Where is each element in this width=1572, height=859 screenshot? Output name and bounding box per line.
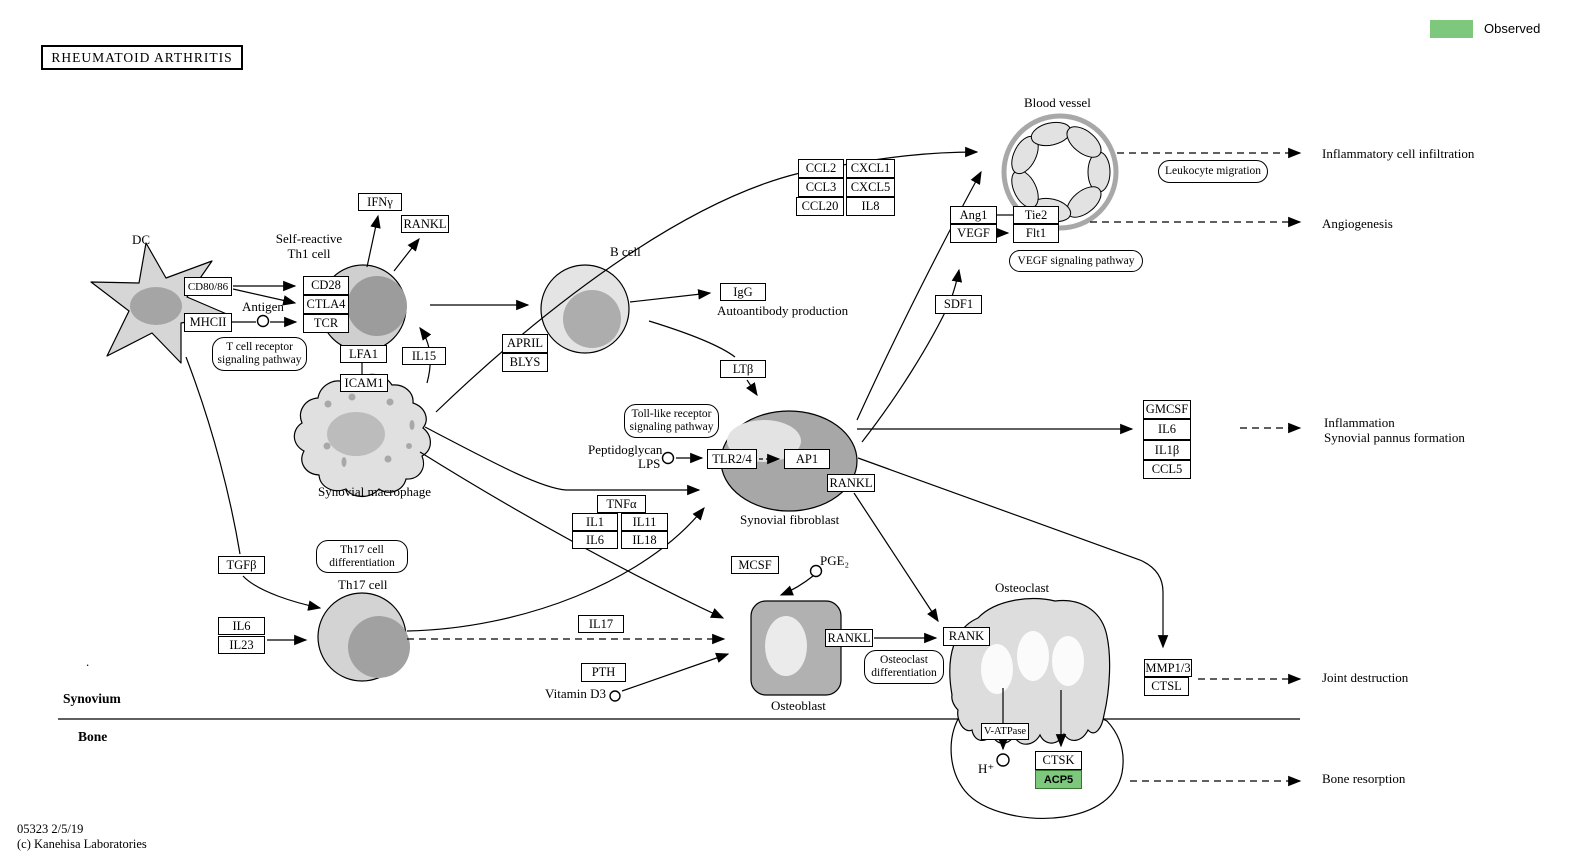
gene-box-rank[interactable]: RANK: [943, 627, 990, 646]
synovium-label: Synovium: [63, 691, 121, 706]
pge2-dot: [809, 564, 823, 578]
gene-box-lfa1[interactable]: LFA1: [340, 345, 387, 363]
gene-box-ccl2[interactable]: CCL2: [798, 159, 844, 178]
vitamin-d3-dot: [609, 690, 621, 702]
bone-label: Bone: [78, 729, 108, 744]
gene-box-mhcii[interactable]: MHCII: [184, 313, 232, 332]
gene-box-il18[interactable]: IL18: [621, 531, 668, 549]
pathway-box-osteoclast-differentiation[interactable]: Osteoclast differentiation: [864, 650, 944, 684]
gene-box-il23[interactable]: IL23: [218, 636, 265, 654]
lps-label: LPS: [638, 456, 661, 471]
copyright: (c) Kanehisa Laboratories: [17, 837, 147, 851]
gene-box-mmp1-3[interactable]: MMP1/3: [1144, 659, 1192, 677]
gene-box-ang1[interactable]: Ang1: [950, 206, 997, 224]
observed-legend-label: Observed: [1484, 21, 1541, 36]
synovial-macrophage-shape: [293, 373, 431, 498]
gene-box-ifng[interactable]: IFNγ: [358, 193, 402, 211]
gene-box-ccl3[interactable]: CCL3: [798, 178, 844, 197]
b-cell-label: B cell: [610, 244, 641, 259]
gene-box-acp5[interactable]: ACP5: [1035, 770, 1082, 789]
gene-box-cxcl1[interactable]: CXCL1: [846, 159, 895, 178]
gene-box-vegf[interactable]: VEGF: [950, 224, 997, 243]
gene-box-ctla4[interactable]: CTLA4: [303, 295, 349, 314]
map-number: 05323 2/5/19: [17, 822, 84, 836]
gene-box-tcr[interactable]: TCR: [303, 314, 349, 333]
pathway-box-th17-differentiation[interactable]: Th17 cell differentiation: [316, 540, 408, 573]
gene-box-ctsl[interactable]: CTSL: [1144, 677, 1189, 696]
blood-vessel-shape: [1001, 113, 1119, 231]
gene-box-tgfb[interactable]: TGFβ: [218, 556, 265, 574]
gene-box-il17[interactable]: IL17: [578, 615, 624, 633]
gene-box-flt1[interactable]: Flt1: [1013, 224, 1059, 243]
gene-box-tie2[interactable]: Tie2: [1013, 206, 1059, 224]
osteoblast-shape: [750, 600, 842, 696]
antigen-label: Antigen: [242, 299, 284, 314]
gene-box-april[interactable]: APRIL: [502, 334, 548, 353]
gene-box-ltb[interactable]: LTβ: [720, 360, 766, 378]
gene-box-icam1[interactable]: ICAM1: [340, 374, 388, 392]
gene-box-mcsf[interactable]: MCSF: [731, 556, 779, 574]
osteoclast-shape: [949, 598, 1111, 745]
dendritic-cell-shape: [90, 242, 230, 364]
peptidoglycan-label: Peptidoglycan: [588, 442, 663, 457]
blood-vessel-label: Blood vessel: [1024, 95, 1091, 110]
gene-box-ccl5[interactable]: CCL5: [1143, 460, 1191, 479]
angiogenesis-label: Angiogenesis: [1322, 216, 1393, 231]
h-plus-dot: [996, 753, 1010, 767]
gene-box-rankl-fibroblast[interactable]: RANKL: [827, 474, 875, 492]
synovial-fibroblast-label: Synovial fibroblast: [740, 512, 840, 527]
autoantibody-production-label: Autoantibody production: [717, 303, 849, 318]
th17-cell-label: Th17 cell: [338, 577, 388, 592]
lps-dot: [661, 451, 675, 465]
pathway-box-leukocyte-migration[interactable]: Leukocyte migration: [1158, 160, 1268, 183]
inflammatory-cell-infiltration-label: Inflammatory cell infiltration: [1322, 146, 1475, 161]
pathway-box-tcr-signaling[interactable]: T cell receptor signaling pathway: [212, 337, 307, 371]
gene-box-ccl20[interactable]: CCL20: [796, 197, 844, 216]
h-plus-label: H⁺: [978, 761, 995, 776]
gene-box-il1b[interactable]: IL1β: [1143, 440, 1191, 460]
gene-box-ctsk[interactable]: CTSK: [1035, 751, 1082, 770]
gene-box-il11[interactable]: IL11: [621, 513, 668, 531]
gene-box-il1[interactable]: IL1: [572, 513, 618, 531]
gene-box-cd28[interactable]: CD28: [303, 276, 349, 295]
osteoclast-label: Osteoclast: [995, 580, 1050, 595]
gene-box-gmcsf[interactable]: GMCSF: [1143, 400, 1191, 419]
gene-box-rankl-th1[interactable]: RANKL: [401, 215, 449, 233]
gene-box-cd80-86[interactable]: CD80/86: [184, 277, 232, 296]
gene-box-il8[interactable]: IL8: [846, 197, 895, 216]
pge2-label: PGE₂: [820, 553, 850, 568]
gene-box-rankl-osteoblast[interactable]: RANKL: [825, 629, 873, 647]
gene-box-il6-effector[interactable]: IL6: [1143, 419, 1191, 440]
gene-box-igg[interactable]: IgG: [720, 283, 766, 301]
gene-box-pth[interactable]: PTH: [581, 663, 626, 682]
osteoblast-label: Osteoblast: [771, 698, 826, 713]
b-cell-shape: [540, 264, 630, 354]
th17-cell-shape: [317, 592, 410, 682]
gene-box-il6-cytokine[interactable]: IL6: [572, 531, 618, 549]
vitamin-d3-label: Vitamin D3: [545, 686, 606, 701]
pathway-title: RHEUMATOID ARTHRITIS: [41, 45, 243, 70]
gene-box-tnfa[interactable]: TNFα: [597, 495, 646, 513]
gene-box-blys[interactable]: BLYS: [502, 353, 548, 372]
joint-destruction-label: Joint destruction: [1322, 670, 1409, 685]
inflammation-label: Inflammation Synovial pannus formation: [1324, 415, 1465, 445]
gene-box-il15[interactable]: IL15: [402, 347, 446, 365]
antigen-dot: [256, 314, 270, 328]
gene-box-il6-th17[interactable]: IL6: [218, 617, 265, 635]
gene-box-cxcl5[interactable]: CXCL5: [846, 178, 895, 197]
gene-box-v-atpase[interactable]: V-ATPase: [981, 723, 1029, 740]
synovial-macrophage-label: Synovial macrophage: [318, 484, 431, 499]
th1-cell-label: Self-reactive Th1 cell: [275, 231, 343, 261]
gene-box-ap1[interactable]: AP1: [784, 449, 830, 469]
dc-label: DC: [132, 232, 151, 247]
ligand-dots: [256, 314, 1010, 767]
gene-box-tlr2-4[interactable]: TLR2/4: [707, 449, 757, 469]
pathway-box-vegf-signaling[interactable]: VEGF signaling pathway: [1009, 250, 1143, 272]
pathway-box-tlr-signaling[interactable]: Toll-like receptor signaling pathway: [624, 404, 719, 438]
gene-box-sdf1[interactable]: SDF1: [935, 295, 982, 314]
bone-resorption-label: Bone resorption: [1322, 771, 1406, 786]
observed-legend-swatch: [1430, 20, 1473, 38]
stray-dot: .: [86, 654, 90, 669]
